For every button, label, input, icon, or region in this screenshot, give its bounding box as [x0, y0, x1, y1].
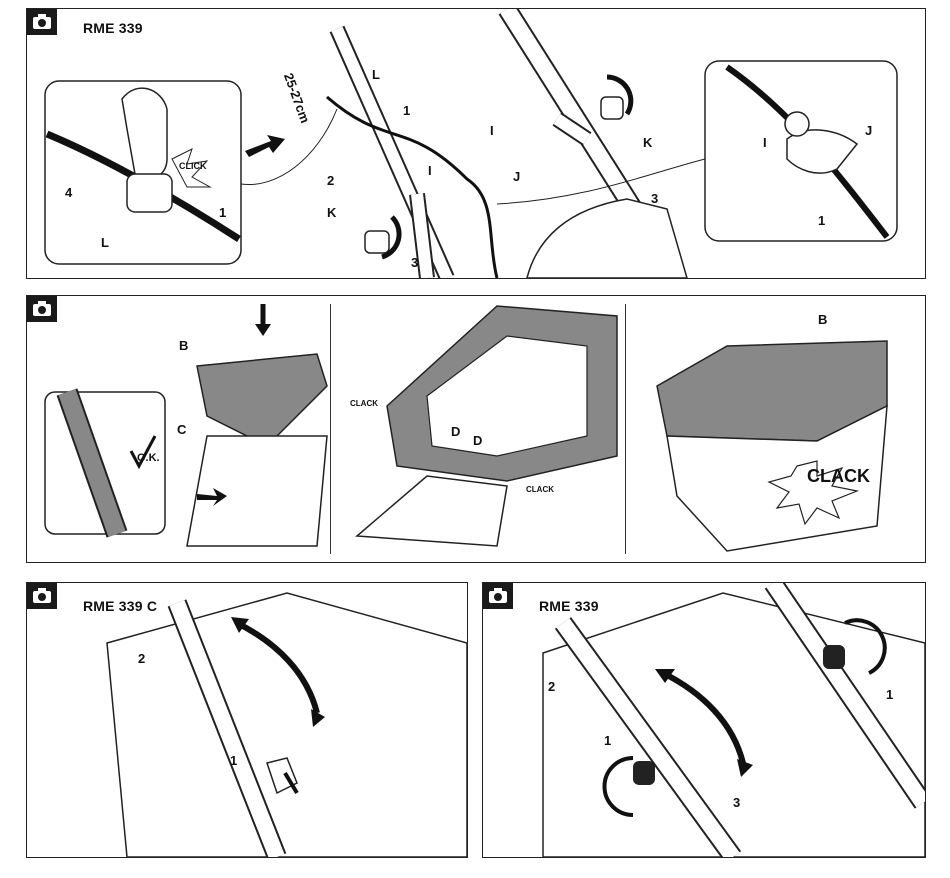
figure-panel-rme339c-height: RME 339 C 2 1 — [26, 582, 468, 858]
callout-I-inset: I — [763, 135, 767, 150]
figure-panel-grass-box: B C O.K. CLACK CLACK D D B CLACK — [26, 295, 926, 563]
callout-J-inset: J — [865, 123, 872, 138]
callout-C: C — [177, 422, 186, 437]
callout-K-top: K — [643, 135, 652, 150]
callout-1-right: 1 — [886, 687, 893, 702]
callout-B-right: B — [818, 312, 827, 327]
callout-I-b: I — [428, 163, 432, 178]
height-adjust-illustration — [483, 583, 925, 857]
callout-1-inset: 1 — [818, 213, 825, 228]
clack-label-big: CLACK — [807, 466, 870, 487]
callout-L-top: L — [372, 67, 380, 82]
callout-J: J — [513, 169, 520, 184]
callout-1-top: 1 — [403, 103, 410, 118]
callout-D-b: D — [473, 433, 482, 448]
callout-K-bottom: K — [327, 205, 336, 220]
callout-3-right: 3 — [651, 191, 658, 206]
callout-3-left: 3 — [411, 255, 418, 270]
callout-2: 2 — [138, 651, 145, 666]
callout-4: 4 — [65, 185, 72, 200]
callout-D-a: D — [451, 424, 460, 439]
grass-box-illustration — [27, 296, 925, 562]
callout-1: 1 — [230, 753, 237, 768]
callout-3: 3 — [733, 795, 740, 810]
callout-L: L — [101, 235, 109, 250]
ok-label: O.K. — [137, 452, 160, 464]
callout-I-a: I — [490, 123, 494, 138]
clack-label-small: CLACK — [350, 399, 378, 408]
callout-1-left: 1 — [604, 733, 611, 748]
click-burst-label: CLICK — [179, 161, 207, 171]
callout-2: 2 — [327, 173, 334, 188]
handle-assembly-illustration — [27, 9, 925, 278]
callout-B-left: B — [179, 338, 188, 353]
clack-label-small: CLACK — [526, 485, 554, 494]
height-adjust-illustration — [27, 583, 467, 857]
callout-2: 2 — [548, 679, 555, 694]
callout-1: 1 — [219, 205, 226, 220]
figure-panel-handle-assembly: RME 339 4 1 L — [26, 8, 926, 279]
figure-panel-rme339-height: RME 339 2 1 1 3 — [482, 582, 926, 858]
